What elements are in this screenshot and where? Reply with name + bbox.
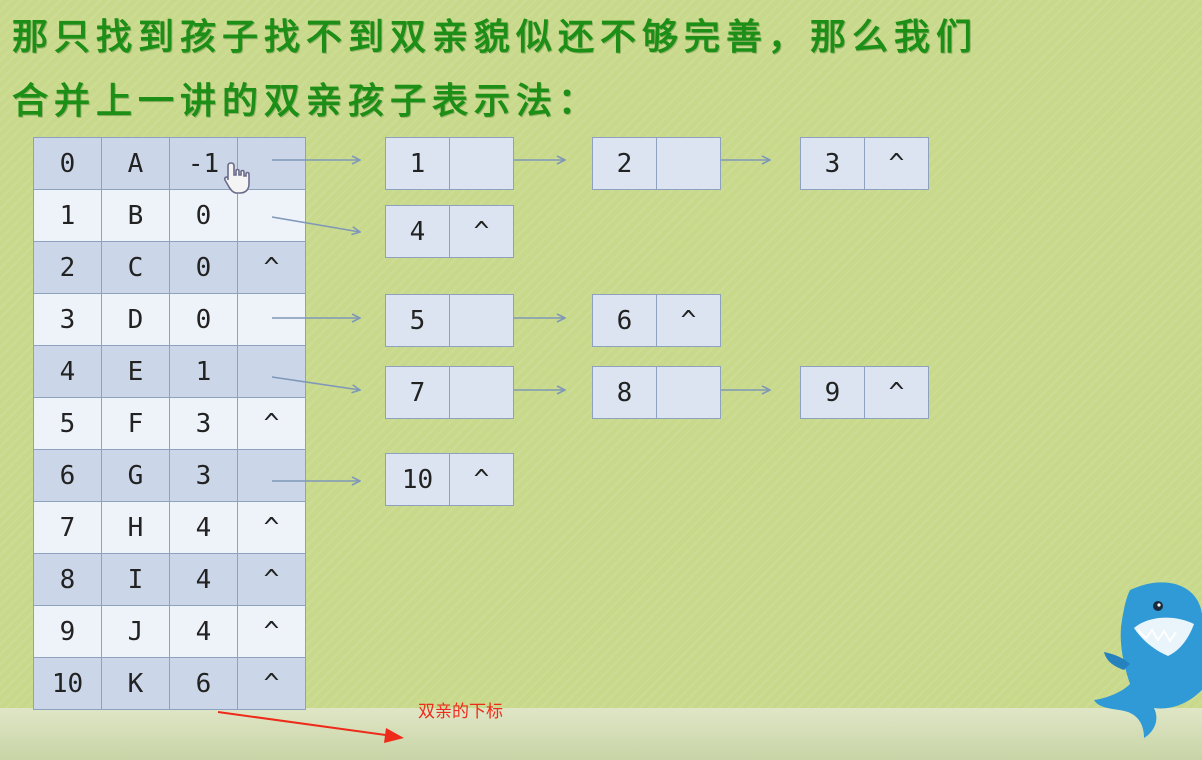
cell-child: ^ <box>237 605 306 658</box>
child-node: 3^ <box>800 137 929 190</box>
child-node-next <box>449 295 513 346</box>
cell-index: 4 <box>33 345 102 398</box>
child-node-value: 6 <box>616 305 633 336</box>
child-node-value: 4 <box>409 216 426 247</box>
child-node-value: 1 <box>409 148 426 179</box>
cell-child: ^ <box>237 397 306 450</box>
cell-child <box>237 345 306 398</box>
cell-data: I <box>101 553 170 606</box>
hand-pointer-cursor-icon <box>222 160 258 200</box>
child-node-value: 10 <box>401 464 434 495</box>
cell-child <box>237 449 306 502</box>
child-node: 10 ^ <box>385 453 514 506</box>
cell-parent: 1 <box>169 345 238 398</box>
cell-index: 0 <box>33 137 102 190</box>
cell-data: G <box>101 449 170 502</box>
parent-index-annotation: 双亲的下标 <box>418 702 503 722</box>
child-node-value: 9 <box>824 377 841 408</box>
pointer-arrow <box>271 376 360 390</box>
cell-data: E <box>101 345 170 398</box>
cell-parent: 3 <box>169 449 238 502</box>
child-node: 5 <box>385 294 514 347</box>
child-node: 9^ <box>800 366 929 419</box>
cell-parent: 6 <box>169 657 238 710</box>
child-node-next <box>656 367 720 418</box>
cell-parent: 4 <box>169 605 238 658</box>
cell-child <box>237 189 306 242</box>
cell-parent: 4 <box>169 553 238 606</box>
cell-index: 9 <box>33 605 102 658</box>
child-node-next: ^ <box>864 367 928 418</box>
cell-child: ^ <box>237 501 306 554</box>
child-node-next: ^ <box>449 206 513 257</box>
child-node-next <box>449 138 513 189</box>
cell-index: 2 <box>33 241 102 294</box>
cell-data: K <box>101 657 170 710</box>
child-node: 1 <box>385 137 514 190</box>
cell-index: 8 <box>33 553 102 606</box>
child-node: 8 <box>592 366 721 419</box>
cell-index: 10 <box>33 657 102 710</box>
cell-parent: 0 <box>169 293 238 346</box>
cell-parent: 0 <box>169 241 238 294</box>
cell-child: ^ <box>237 657 306 710</box>
cell-index: 6 <box>33 449 102 502</box>
child-node: 7 <box>385 366 514 419</box>
cell-index: 1 <box>33 189 102 242</box>
child-node-next: ^ <box>449 454 513 505</box>
cell-child: ^ <box>237 241 306 294</box>
child-node-next: ^ <box>864 138 928 189</box>
child-node-value: 5 <box>409 305 426 336</box>
cell-parent: 4 <box>169 501 238 554</box>
child-node-value: 2 <box>616 148 633 179</box>
cell-data: J <box>101 605 170 658</box>
child-node: 6^ <box>592 294 721 347</box>
pointer-arrow <box>271 216 360 232</box>
cell-data: D <box>101 293 170 346</box>
child-node-next: ^ <box>656 295 720 346</box>
child-node-next <box>449 367 513 418</box>
cell-index: 5 <box>33 397 102 450</box>
cell-child: ^ <box>237 553 306 606</box>
child-node-value: 8 <box>616 377 633 408</box>
title-line-1: 那只找到孩子找不到双亲貌似还不够完善，那么我们 <box>12 16 979 58</box>
cell-parent: 0 <box>169 189 238 242</box>
child-node: 2 <box>592 137 721 190</box>
title-line-2: 合并上一讲的双亲孩子表示法： <box>12 80 601 122</box>
cell-index: 3 <box>33 293 102 346</box>
child-node: 4^ <box>385 205 514 258</box>
shark-mascot-icon <box>1094 570 1202 744</box>
child-node-next <box>656 138 720 189</box>
child-node-value: 7 <box>409 377 426 408</box>
cell-child <box>237 293 306 346</box>
slide-footer-band <box>0 708 1202 760</box>
child-node-value: 3 <box>824 148 841 179</box>
annotation-arrow <box>217 711 404 743</box>
cell-parent: 3 <box>169 397 238 450</box>
